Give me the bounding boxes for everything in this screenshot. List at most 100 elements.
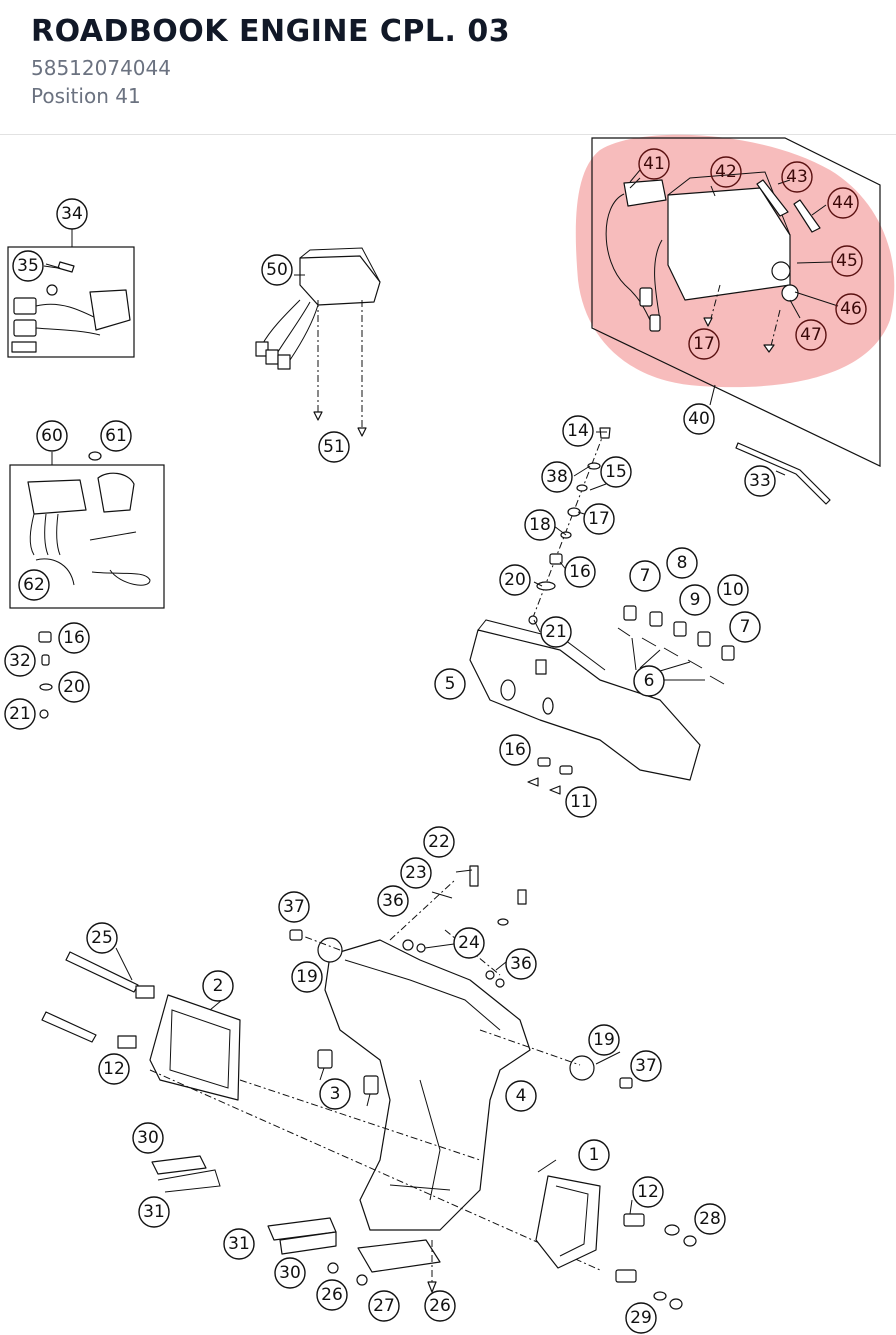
callout-31-left[interactable]: 31 — [138, 1196, 170, 1228]
svg-text:7: 7 — [740, 617, 751, 637]
svg-text:45: 45 — [836, 251, 858, 271]
callout-61[interactable]: 61 — [100, 420, 132, 452]
svg-text:20: 20 — [63, 677, 85, 697]
callout-40[interactable]: 40 — [683, 403, 715, 435]
callout-8[interactable]: 8 — [666, 547, 698, 579]
callout-4[interactable]: 4 — [505, 1080, 537, 1112]
svg-text:22: 22 — [428, 832, 450, 852]
svg-text:5: 5 — [445, 674, 456, 694]
callout-26-right[interactable]: 26 — [424, 1290, 456, 1322]
callout-20-mid[interactable]: 20 — [499, 564, 531, 596]
callout-46[interactable]: 46 — [835, 293, 867, 325]
svg-text:18: 18 — [529, 515, 551, 535]
callout-35[interactable]: 35 — [12, 250, 44, 282]
callout-16-left[interactable]: 16 — [58, 622, 90, 654]
callout-18[interactable]: 18 — [524, 509, 556, 541]
callout-7-left[interactable]: 7 — [629, 560, 661, 592]
svg-text:38: 38 — [546, 467, 568, 487]
callout-12-right[interactable]: 12 — [632, 1176, 664, 1208]
callout-62[interactable]: 62 — [18, 569, 50, 601]
callout-30-left[interactable]: 30 — [132, 1122, 164, 1154]
svg-text:35: 35 — [17, 256, 39, 276]
svg-text:4: 4 — [516, 1086, 527, 1106]
svg-text:19: 19 — [593, 1030, 615, 1050]
svg-text:20: 20 — [504, 570, 526, 590]
callout-3[interactable]: 3 — [319, 1078, 351, 1110]
callout-51[interactable]: 51 — [318, 431, 350, 463]
callout-12-left[interactable]: 12 — [98, 1053, 130, 1085]
small-parts-left — [38, 631, 53, 719]
callout-17-top[interactable]: 17 — [688, 328, 720, 360]
callout-29[interactable]: 29 — [625, 1302, 657, 1334]
callout-38[interactable]: 38 — [541, 461, 573, 493]
callout-9[interactable]: 9 — [679, 584, 711, 616]
svg-text:26: 26 — [429, 1296, 451, 1316]
switch-group-box — [7, 228, 135, 358]
svg-text:27: 27 — [373, 1296, 395, 1316]
svg-text:30: 30 — [137, 1128, 159, 1148]
callout-16-lower[interactable]: 16 — [499, 734, 531, 766]
plate-2 — [41, 951, 601, 1271]
callout-20-left[interactable]: 20 — [58, 671, 90, 703]
callout-37-top[interactable]: 37 — [278, 891, 310, 923]
svg-text:21: 21 — [545, 622, 567, 642]
svg-text:34: 34 — [61, 204, 83, 224]
callout-41[interactable]: 41 — [638, 148, 670, 180]
callout-28[interactable]: 28 — [694, 1203, 726, 1235]
callout-31-bottom[interactable]: 31 — [223, 1228, 255, 1260]
svg-text:41: 41 — [643, 154, 665, 174]
svg-text:36: 36 — [382, 891, 404, 911]
callout-21-mid[interactable]: 21 — [540, 616, 572, 648]
callout-17-mid[interactable]: 17 — [583, 503, 615, 535]
svg-text:9: 9 — [690, 590, 701, 610]
callout-36-right[interactable]: 36 — [505, 948, 537, 980]
callout-10[interactable]: 10 — [717, 574, 749, 606]
callout-43[interactable]: 43 — [781, 161, 813, 193]
callout-7-right[interactable]: 7 — [729, 611, 761, 643]
callout-24[interactable]: 24 — [453, 927, 485, 959]
svg-text:21: 21 — [9, 704, 31, 724]
callout-23[interactable]: 23 — [400, 857, 432, 889]
svg-text:28: 28 — [699, 1209, 721, 1229]
callout-2[interactable]: 2 — [202, 970, 234, 1002]
callout-37-right[interactable]: 37 — [630, 1050, 662, 1082]
callout-22[interactable]: 22 — [423, 826, 455, 858]
svg-text:11: 11 — [570, 792, 592, 812]
callout-5[interactable]: 5 — [434, 668, 466, 700]
connector-plug[interactable] — [623, 179, 667, 207]
header: ROADBOOK ENGINE CPL. 03 58512074044 Posi… — [0, 0, 896, 135]
svg-text:50: 50 — [266, 260, 288, 280]
callout-42[interactable]: 42 — [710, 156, 742, 188]
bracket-5 — [469, 605, 735, 795]
callout-44[interactable]: 44 — [827, 187, 859, 219]
callout-15[interactable]: 15 — [600, 456, 632, 488]
callout-11[interactable]: 11 — [565, 786, 597, 818]
callout-21-left[interactable]: 21 — [4, 698, 36, 730]
callout-36-left[interactable]: 36 — [377, 885, 409, 917]
callout-33[interactable]: 33 — [744, 465, 776, 497]
svg-text:17: 17 — [693, 334, 715, 354]
cable-33 — [735, 442, 831, 505]
callout-60[interactable]: 60 — [36, 420, 68, 452]
svg-text:62: 62 — [23, 575, 45, 595]
callout-16-mid[interactable]: 16 — [564, 556, 596, 588]
callout-47[interactable]: 47 — [795, 319, 827, 351]
callout-32[interactable]: 32 — [4, 645, 36, 677]
callout-14[interactable]: 14 — [562, 415, 594, 447]
callout-34[interactable]: 34 — [56, 198, 88, 230]
callout-45[interactable]: 45 — [831, 245, 863, 277]
svg-text:24: 24 — [458, 933, 480, 953]
callout-27[interactable]: 27 — [368, 1290, 400, 1322]
callout-19-right[interactable]: 19 — [588, 1024, 620, 1056]
callout-6[interactable]: 6 — [633, 665, 665, 697]
callout-25[interactable]: 25 — [86, 922, 118, 954]
callout-1[interactable]: 1 — [578, 1139, 610, 1171]
page-title: ROADBOOK ENGINE CPL. 03 — [31, 14, 511, 49]
callout-26-left[interactable]: 26 — [316, 1279, 348, 1311]
callout-19-left[interactable]: 19 — [291, 961, 323, 993]
svg-text:33: 33 — [749, 471, 771, 491]
electronics-group-box — [9, 451, 165, 609]
svg-text:36: 36 — [510, 954, 532, 974]
callout-30-bottom[interactable]: 30 — [274, 1257, 306, 1289]
callout-50[interactable]: 50 — [261, 254, 293, 286]
